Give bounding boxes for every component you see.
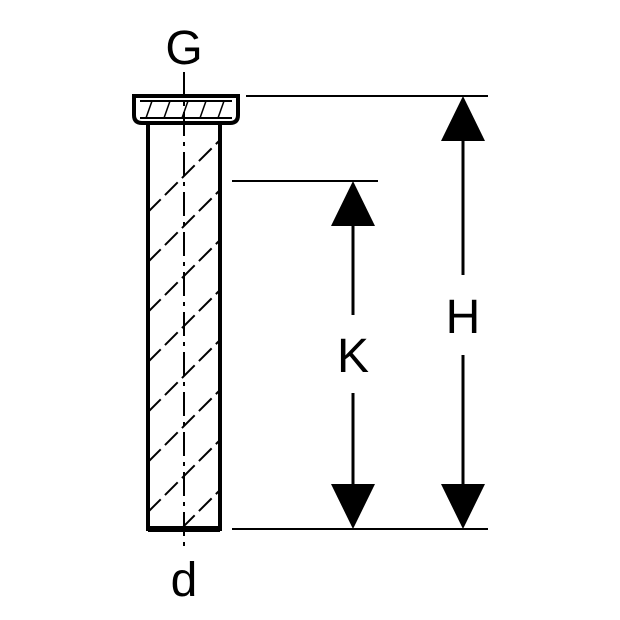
label-k: K: [337, 330, 369, 383]
arrow-up-icon: [331, 181, 375, 226]
arrow-down-icon: [331, 484, 375, 529]
label-d: d: [171, 554, 198, 607]
arrow-down-icon: [441, 484, 485, 529]
dimension-k: [331, 181, 375, 529]
threaded-collar: [132, 94, 240, 125]
label-h: H: [446, 291, 481, 344]
arrow-up-icon: [441, 96, 485, 141]
dimension-h: [441, 96, 485, 529]
label-g: G: [165, 22, 202, 75]
